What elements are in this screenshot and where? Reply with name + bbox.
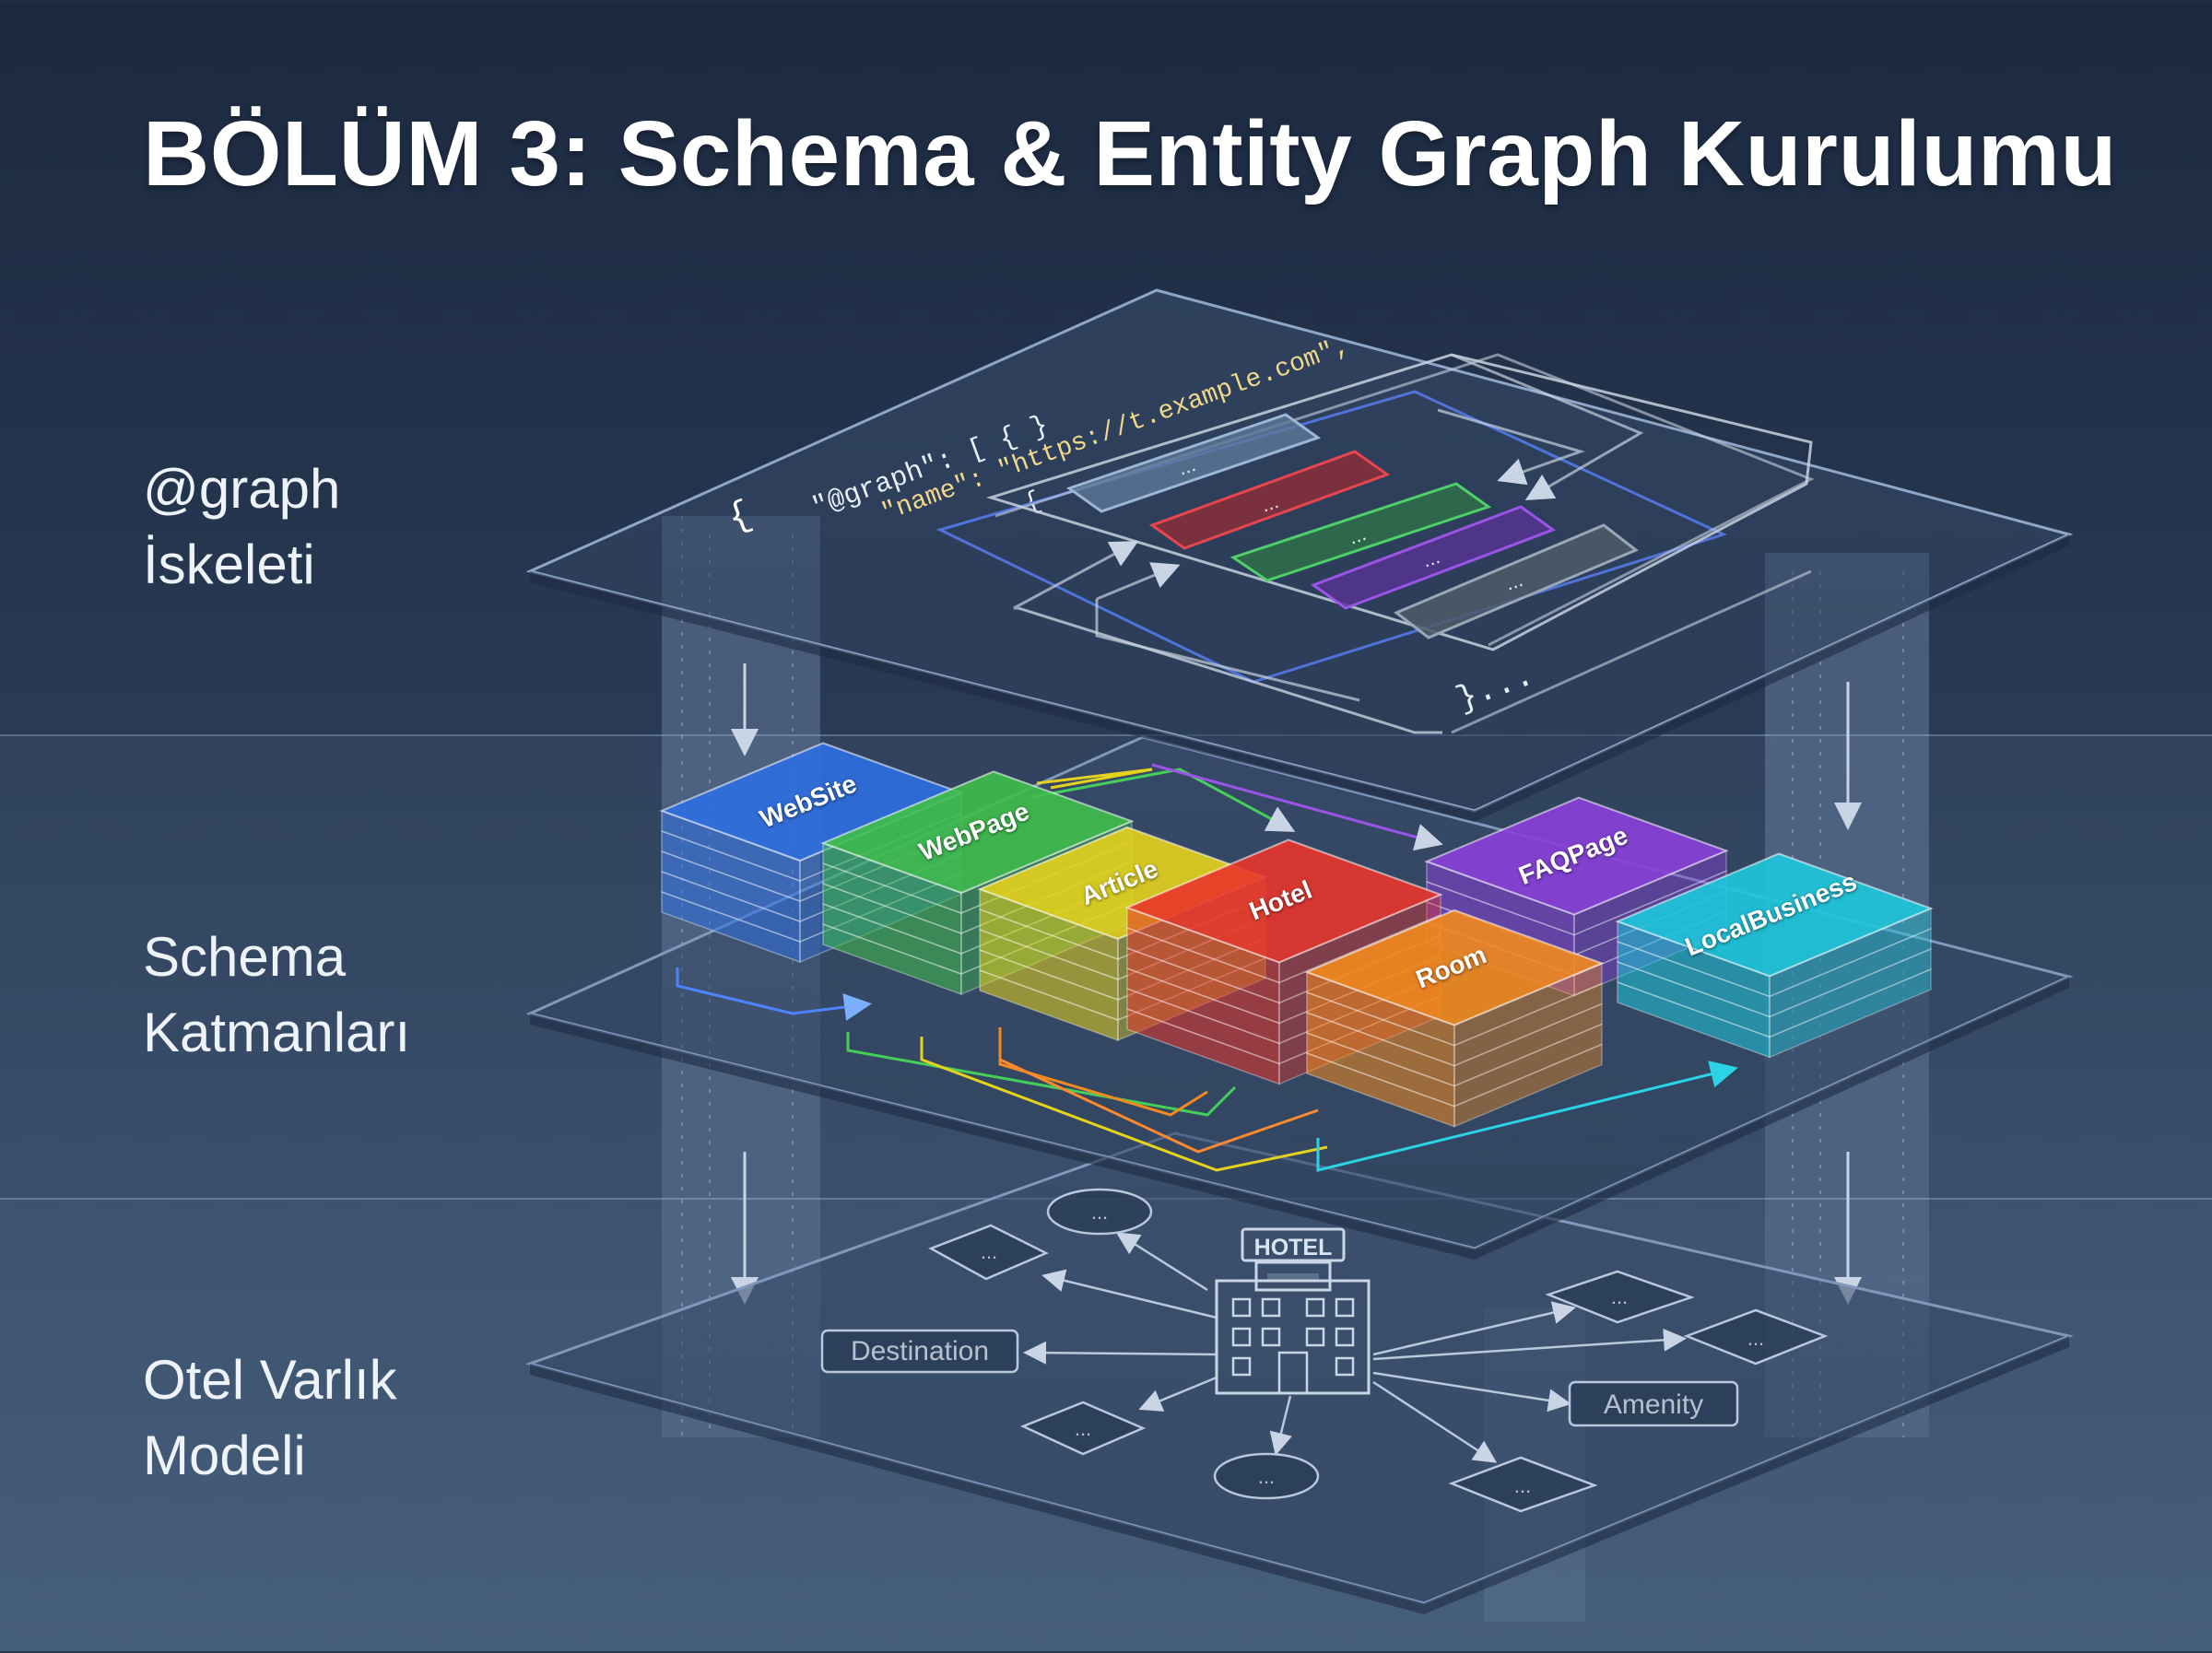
- hotel-building-icon: HOTEL: [1215, 1227, 1371, 1395]
- schema-layer-left-face: [1306, 1031, 1455, 1108]
- schema-layer-right-face: [1769, 967, 1932, 1059]
- layer-label-line: Schema: [143, 926, 347, 988]
- entity-node: Amenity: [1568, 1380, 1739, 1427]
- entity-node: ...: [1545, 1270, 1695, 1324]
- entity-node-label: ...: [1514, 1474, 1531, 1497]
- schema-top-face: [1424, 796, 1729, 916]
- schema-top-face: [1304, 909, 1605, 1026]
- layer-label-graph-skeleton: @graph İskeleti: [143, 451, 340, 603]
- schema-layer-left-face: [1306, 1011, 1455, 1087]
- schema-layer-left-face: [1306, 991, 1455, 1067]
- entity-node-label: ...: [1611, 1285, 1628, 1308]
- schema-layer-right-face: [1769, 927, 1932, 1018]
- entity-nodes: ... ... Destination ... ...: [820, 1188, 1829, 1513]
- schema-layer-right-face: [1453, 982, 1603, 1067]
- schema-top-face: [820, 770, 1135, 895]
- graph-entries: ... ... ... ... ...: [1065, 413, 1639, 639]
- schema-layer-left-face: [1306, 1051, 1455, 1128]
- entry-3: ...: [1230, 482, 1492, 582]
- entity-node: ...: [1448, 1456, 1598, 1513]
- schema-layer-right-face: [1453, 1002, 1603, 1087]
- schema-connectors: [676, 763, 1738, 1172]
- entry-2: ...: [1148, 450, 1391, 550]
- schema-block-localbusiness: LocalBusiness: [1615, 852, 1934, 1059]
- schema-top-face: [1124, 838, 1443, 964]
- schema-layer-right-face: [1453, 1043, 1603, 1128]
- layer-label-entity-model: Otel Varlık Modeli: [143, 1342, 397, 1494]
- layer-label-line: Otel Varlık: [143, 1349, 397, 1411]
- entity-node-label: ...: [981, 1240, 997, 1263]
- layer-label-line: @graph: [143, 458, 341, 520]
- entity-node-label: ...: [1075, 1417, 1091, 1440]
- entity-node: Destination: [820, 1329, 1019, 1374]
- hotel-windows: [1231, 1297, 1355, 1395]
- entity-node-label: ...: [1258, 1465, 1275, 1488]
- schema-top-face: [1615, 852, 1934, 978]
- page-title: BÖLÜM 3: Schema & Entity Graph Kurulumu: [143, 102, 2117, 205]
- layer-label-line: Modeli: [143, 1424, 306, 1486]
- entity-node: ...: [1213, 1452, 1320, 1500]
- entity-node: ...: [928, 1224, 1049, 1281]
- entity-node-label: Amenity: [1604, 1389, 1703, 1420]
- schema-layer-right-face: [1453, 1023, 1603, 1108]
- entity-arrows: [1023, 1232, 1687, 1463]
- layer-label-schema-layers: Schema Katmanları: [143, 920, 410, 1071]
- entry-4: ...: [1310, 505, 1557, 610]
- entity-node: ...: [1019, 1401, 1147, 1456]
- entity-node: ...: [1683, 1308, 1829, 1366]
- hotel-sign: HOTEL: [1254, 1235, 1333, 1260]
- schema-block-room: Room: [1304, 909, 1605, 1128]
- entity-node-label: Destination: [851, 1336, 989, 1366]
- entity-node: ...: [1046, 1188, 1153, 1236]
- entity-plate: [524, 1131, 2074, 1614]
- entity-node-label: ...: [1091, 1201, 1108, 1224]
- entity-node-label: ...: [1747, 1327, 1764, 1350]
- schema-layer-right-face: [1769, 947, 1932, 1038]
- layer-label-line: İskeleti: [143, 533, 315, 595]
- entry-1: ...: [1065, 413, 1322, 513]
- entry-5: ...: [1394, 523, 1639, 639]
- layer-label-line: Katmanları: [143, 1002, 411, 1063]
- entity-model: ... ... Destination ... ...: [820, 1188, 1829, 1513]
